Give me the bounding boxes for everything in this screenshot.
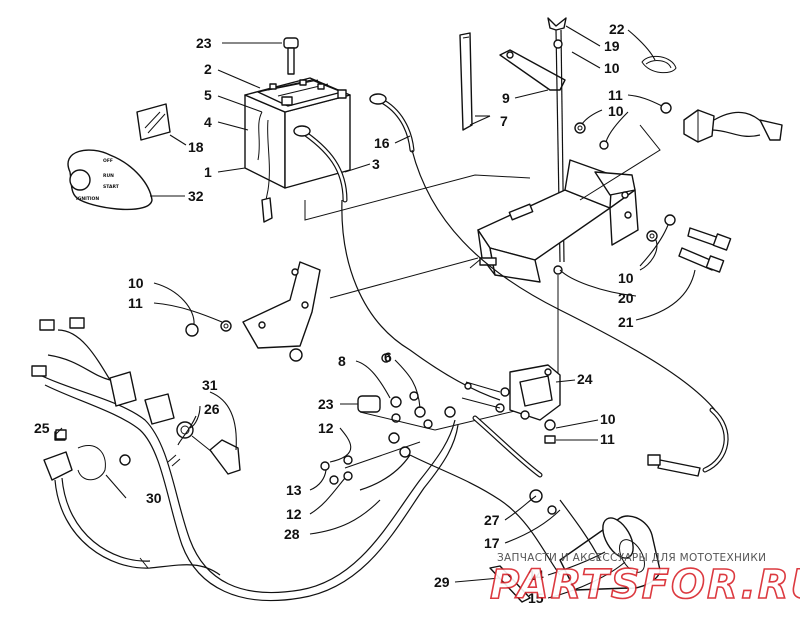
wiring-harness-28 (31, 317, 561, 602)
callout-5: 5 (204, 87, 212, 103)
callout-14: 14 (528, 567, 544, 583)
callout-24: 24 (577, 371, 593, 387)
callout-11-solenoid: 11 (600, 431, 615, 447)
callout-12-bottom: 12 (286, 506, 302, 522)
hardware-cluster (320, 353, 543, 485)
callout-26: 26 (204, 401, 220, 417)
callout-3: 3 (372, 156, 380, 172)
callout-23-top: 23 (196, 35, 212, 51)
callout-16: 16 (374, 135, 390, 151)
bracket-9 (499, 49, 566, 91)
ignition-switch-31 (144, 393, 241, 475)
battery-cables (293, 93, 415, 203)
strap-22 (641, 55, 677, 74)
callout-10-solenoid: 10 (600, 411, 616, 427)
callout-10-left: 10 (128, 275, 144, 291)
decal-off-text: OFF (103, 158, 113, 164)
ignition-decal-32: OFF RUN START IGNITION (67, 149, 153, 211)
callout-25: 25 (34, 420, 50, 436)
callout-10-right: 10 (618, 270, 634, 286)
main-cables (341, 149, 729, 477)
callout-13: 13 (286, 482, 302, 498)
battery-cap-23 (283, 37, 299, 75)
callout-9: 9 (502, 90, 510, 106)
callout-15: 15 (528, 590, 544, 606)
callout-32: 32 (188, 188, 204, 204)
strap-7 (459, 32, 473, 131)
callout-21: 21 (618, 314, 634, 330)
mount-bracket (185, 261, 321, 362)
watermark-brand: PARTSFOR.RU (490, 562, 800, 608)
callout-12-top: 12 (318, 420, 334, 436)
callout-28: 28 (284, 526, 300, 542)
callout-22: 22 (609, 21, 625, 37)
watermark-tagline: ЗАПЧАСТИ И АКСЕССУАРЫ ДЛЯ МОТОТЕХНИКИ (497, 552, 766, 564)
starter-motor (489, 489, 661, 603)
callout-7: 7 (500, 113, 508, 129)
callout-17: 17 (484, 535, 500, 551)
tray-bolts (646, 214, 732, 273)
watermark: ЗАПЧАСТИ И АКСЕССУАРЫ ДЛЯ МОТОТЕХНИКИ PA… (489, 552, 800, 609)
callout-10-top: 10 (604, 60, 620, 76)
callout-2: 2 (204, 61, 212, 77)
callout-23-mid: 23 (318, 396, 334, 412)
callout-4: 4 (204, 114, 212, 130)
callout-10-mid: 10 (608, 103, 624, 119)
callout-11-top: 11 (608, 87, 623, 103)
callout-31: 31 (202, 377, 218, 393)
callout-8: 8 (338, 353, 346, 369)
callout-1: 1 (204, 164, 212, 180)
callout-29: 29 (434, 574, 450, 590)
callouts: 23 2 5 4 1 18 32 3 16 7 9 19 10 22 11 10… (34, 21, 634, 606)
callout-27: 27 (484, 512, 500, 528)
callout-20: 20 (618, 290, 634, 306)
callout-30: 30 (146, 490, 162, 506)
decal-start-text: START (103, 184, 120, 190)
leader-lines (55, 25, 696, 599)
starter-solenoid-24 (461, 364, 561, 444)
callout-19: 19 (604, 38, 620, 54)
battery-tray-20 (469, 159, 639, 283)
callout-18: 18 (188, 139, 204, 155)
assembly-guides (304, 124, 661, 431)
callout-11-left: 11 (128, 295, 143, 311)
decal-run-text: RUN (103, 173, 114, 179)
battery (244, 77, 351, 223)
decal-ignition-text: IGNITION (76, 196, 99, 202)
fuse-holder (574, 102, 783, 150)
callout-6: 6 (384, 349, 392, 365)
decal-18 (136, 103, 171, 141)
